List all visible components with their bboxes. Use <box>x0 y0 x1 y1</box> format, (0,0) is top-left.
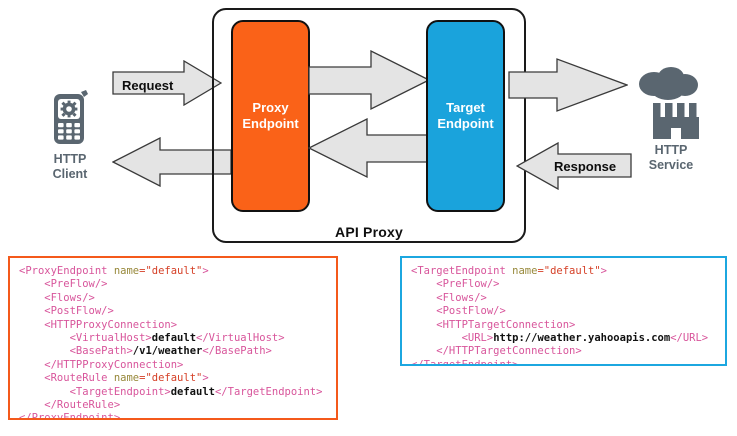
xml-line: <VirtualHost>default</VirtualHost> <box>19 332 327 345</box>
request-arrow-label: Request <box>122 78 174 93</box>
xml-line: <TargetEndpoint name="default"> <box>411 265 716 278</box>
client-response-arrow <box>111 136 232 188</box>
xml-token-tag: </BasePath> <box>202 345 272 358</box>
xml-token-tag: > <box>202 372 209 385</box>
xml-token-tag: </URL> <box>670 332 709 345</box>
proxy-endpoint-xml-panel: <ProxyEndpoint name="default"> <PreFlow/… <box>8 256 338 420</box>
xml-token-txt: /v1/weather <box>132 345 203 358</box>
xml-token-tag: <PreFlow/> <box>19 278 108 291</box>
xml-token-tag: <ProxyEndpoint <box>19 265 114 277</box>
xml-token-tag: <VirtualHost> <box>19 332 152 345</box>
xml-token-tag: </VirtualHost> <box>196 332 285 345</box>
xml-token-val: ="default" <box>139 372 203 385</box>
response-arrow <box>515 141 632 191</box>
request-arrow <box>112 59 223 107</box>
xml-token-tag: </ProxyEndpoint> <box>19 412 121 420</box>
xml-token-tag: <HTTPTargetConnection> <box>411 318 576 331</box>
http-client-label-line2: Client <box>52 167 88 181</box>
xml-token-txt: default <box>151 332 197 345</box>
xml-line: <RouteRule name="default"> <box>19 372 327 385</box>
target-endpoint-xml-panel: <TargetEndpoint name="default"> <PreFlow… <box>400 256 727 366</box>
xml-token-tag: <TargetEndpoint <box>411 265 513 277</box>
target-endpoint-line1: Target <box>446 100 485 115</box>
xml-line: <BasePath>/v1/weather</BasePath> <box>19 345 327 358</box>
target-to-proxy-arrow <box>307 117 430 180</box>
xml-token-tag: </TargetEndpoint> <box>214 385 323 398</box>
xml-token-val: ="default" <box>139 265 203 277</box>
http-client-label: HTTP Client <box>30 152 110 182</box>
xml-line: <PreFlow/> <box>411 278 716 291</box>
http-service-label: HTTP Service <box>638 143 704 173</box>
xml-token-txt: default <box>170 385 215 398</box>
xml-token-tag: > <box>202 265 209 277</box>
xml-token-attr: name <box>113 372 140 385</box>
proxy-to-target-arrow <box>308 49 431 112</box>
xml-token-val: ="default" <box>537 265 601 277</box>
proxy-endpoint-line2: Endpoint <box>242 116 299 131</box>
cloud-factory-icon <box>630 62 708 142</box>
xml-token-tag: <TargetEndpoint> <box>19 385 171 398</box>
proxy-endpoint-box[interactable]: Proxy Endpoint <box>231 20 310 212</box>
xml-token-tag: <PostFlow/> <box>19 305 114 318</box>
xml-token-tag: <PreFlow/> <box>411 278 500 291</box>
xml-line: <PostFlow/> <box>19 305 327 318</box>
xml-token-tag: > <box>600 265 607 277</box>
xml-line: </RouteRule> <box>19 399 327 412</box>
http-service-label-line2: Service <box>648 158 694 172</box>
xml-token-tag: <Flows/> <box>411 291 487 304</box>
xml-line: <HTTPProxyConnection> <box>19 319 327 332</box>
xml-line: <Flows/> <box>19 292 327 305</box>
proxy-endpoint-line1: Proxy <box>252 100 289 115</box>
target-endpoint-line2: Endpoint <box>437 116 494 131</box>
xml-line: </ProxyEndpoint> <box>19 412 327 420</box>
http-client-label-line1: HTTP <box>53 152 87 166</box>
xml-token-tag: </HTTPTargetConnection> <box>411 345 582 358</box>
response-arrow-label: Response <box>554 159 617 174</box>
xml-line: </TargetEndpoint> <box>411 358 716 366</box>
xml-line: <HTTPTargetConnection> <box>411 319 716 332</box>
xml-token-txt: http://weather.yahooapis.com <box>493 332 671 345</box>
xml-line: </HTTPTargetConnection> <box>411 345 716 358</box>
xml-token-tag: <HTTPProxyConnection> <box>19 318 178 331</box>
xml-line: <URL>http://weather.yahooapis.com</URL> <box>411 332 716 345</box>
xml-line: </HTTPProxyConnection> <box>19 359 327 372</box>
xml-line: <Flows/> <box>411 292 716 305</box>
xml-line: <TargetEndpoint>default</TargetEndpoint> <box>19 386 327 399</box>
xml-token-tag: <URL> <box>411 332 494 345</box>
xml-token-attr: name <box>113 265 140 277</box>
xml-line: <PreFlow/> <box>19 278 327 291</box>
http-service-label-line1: HTTP <box>654 143 688 157</box>
xml-line: <ProxyEndpoint name="default"> <box>19 265 327 278</box>
target-endpoint-box[interactable]: Target Endpoint <box>426 20 505 212</box>
xml-token-tag: </RouteRule> <box>19 399 121 412</box>
xml-token-tag: <PostFlow/> <box>411 305 506 318</box>
api-proxy-label: API Proxy <box>335 224 403 240</box>
api-proxy-container <box>212 8 526 243</box>
xml-token-tag: </TargetEndpoint> <box>411 358 519 366</box>
xml-line: <PostFlow/> <box>411 305 716 318</box>
xml-token-tag: <Flows/> <box>19 291 95 304</box>
mobile-phone-icon <box>48 88 92 146</box>
xml-token-tag: <BasePath> <box>19 345 133 358</box>
xml-token-tag: </HTTPProxyConnection> <box>19 358 184 371</box>
xml-token-attr: name <box>512 265 538 277</box>
xml-token-tag: <RouteRule <box>19 372 114 385</box>
target-to-service-arrow <box>508 58 629 112</box>
